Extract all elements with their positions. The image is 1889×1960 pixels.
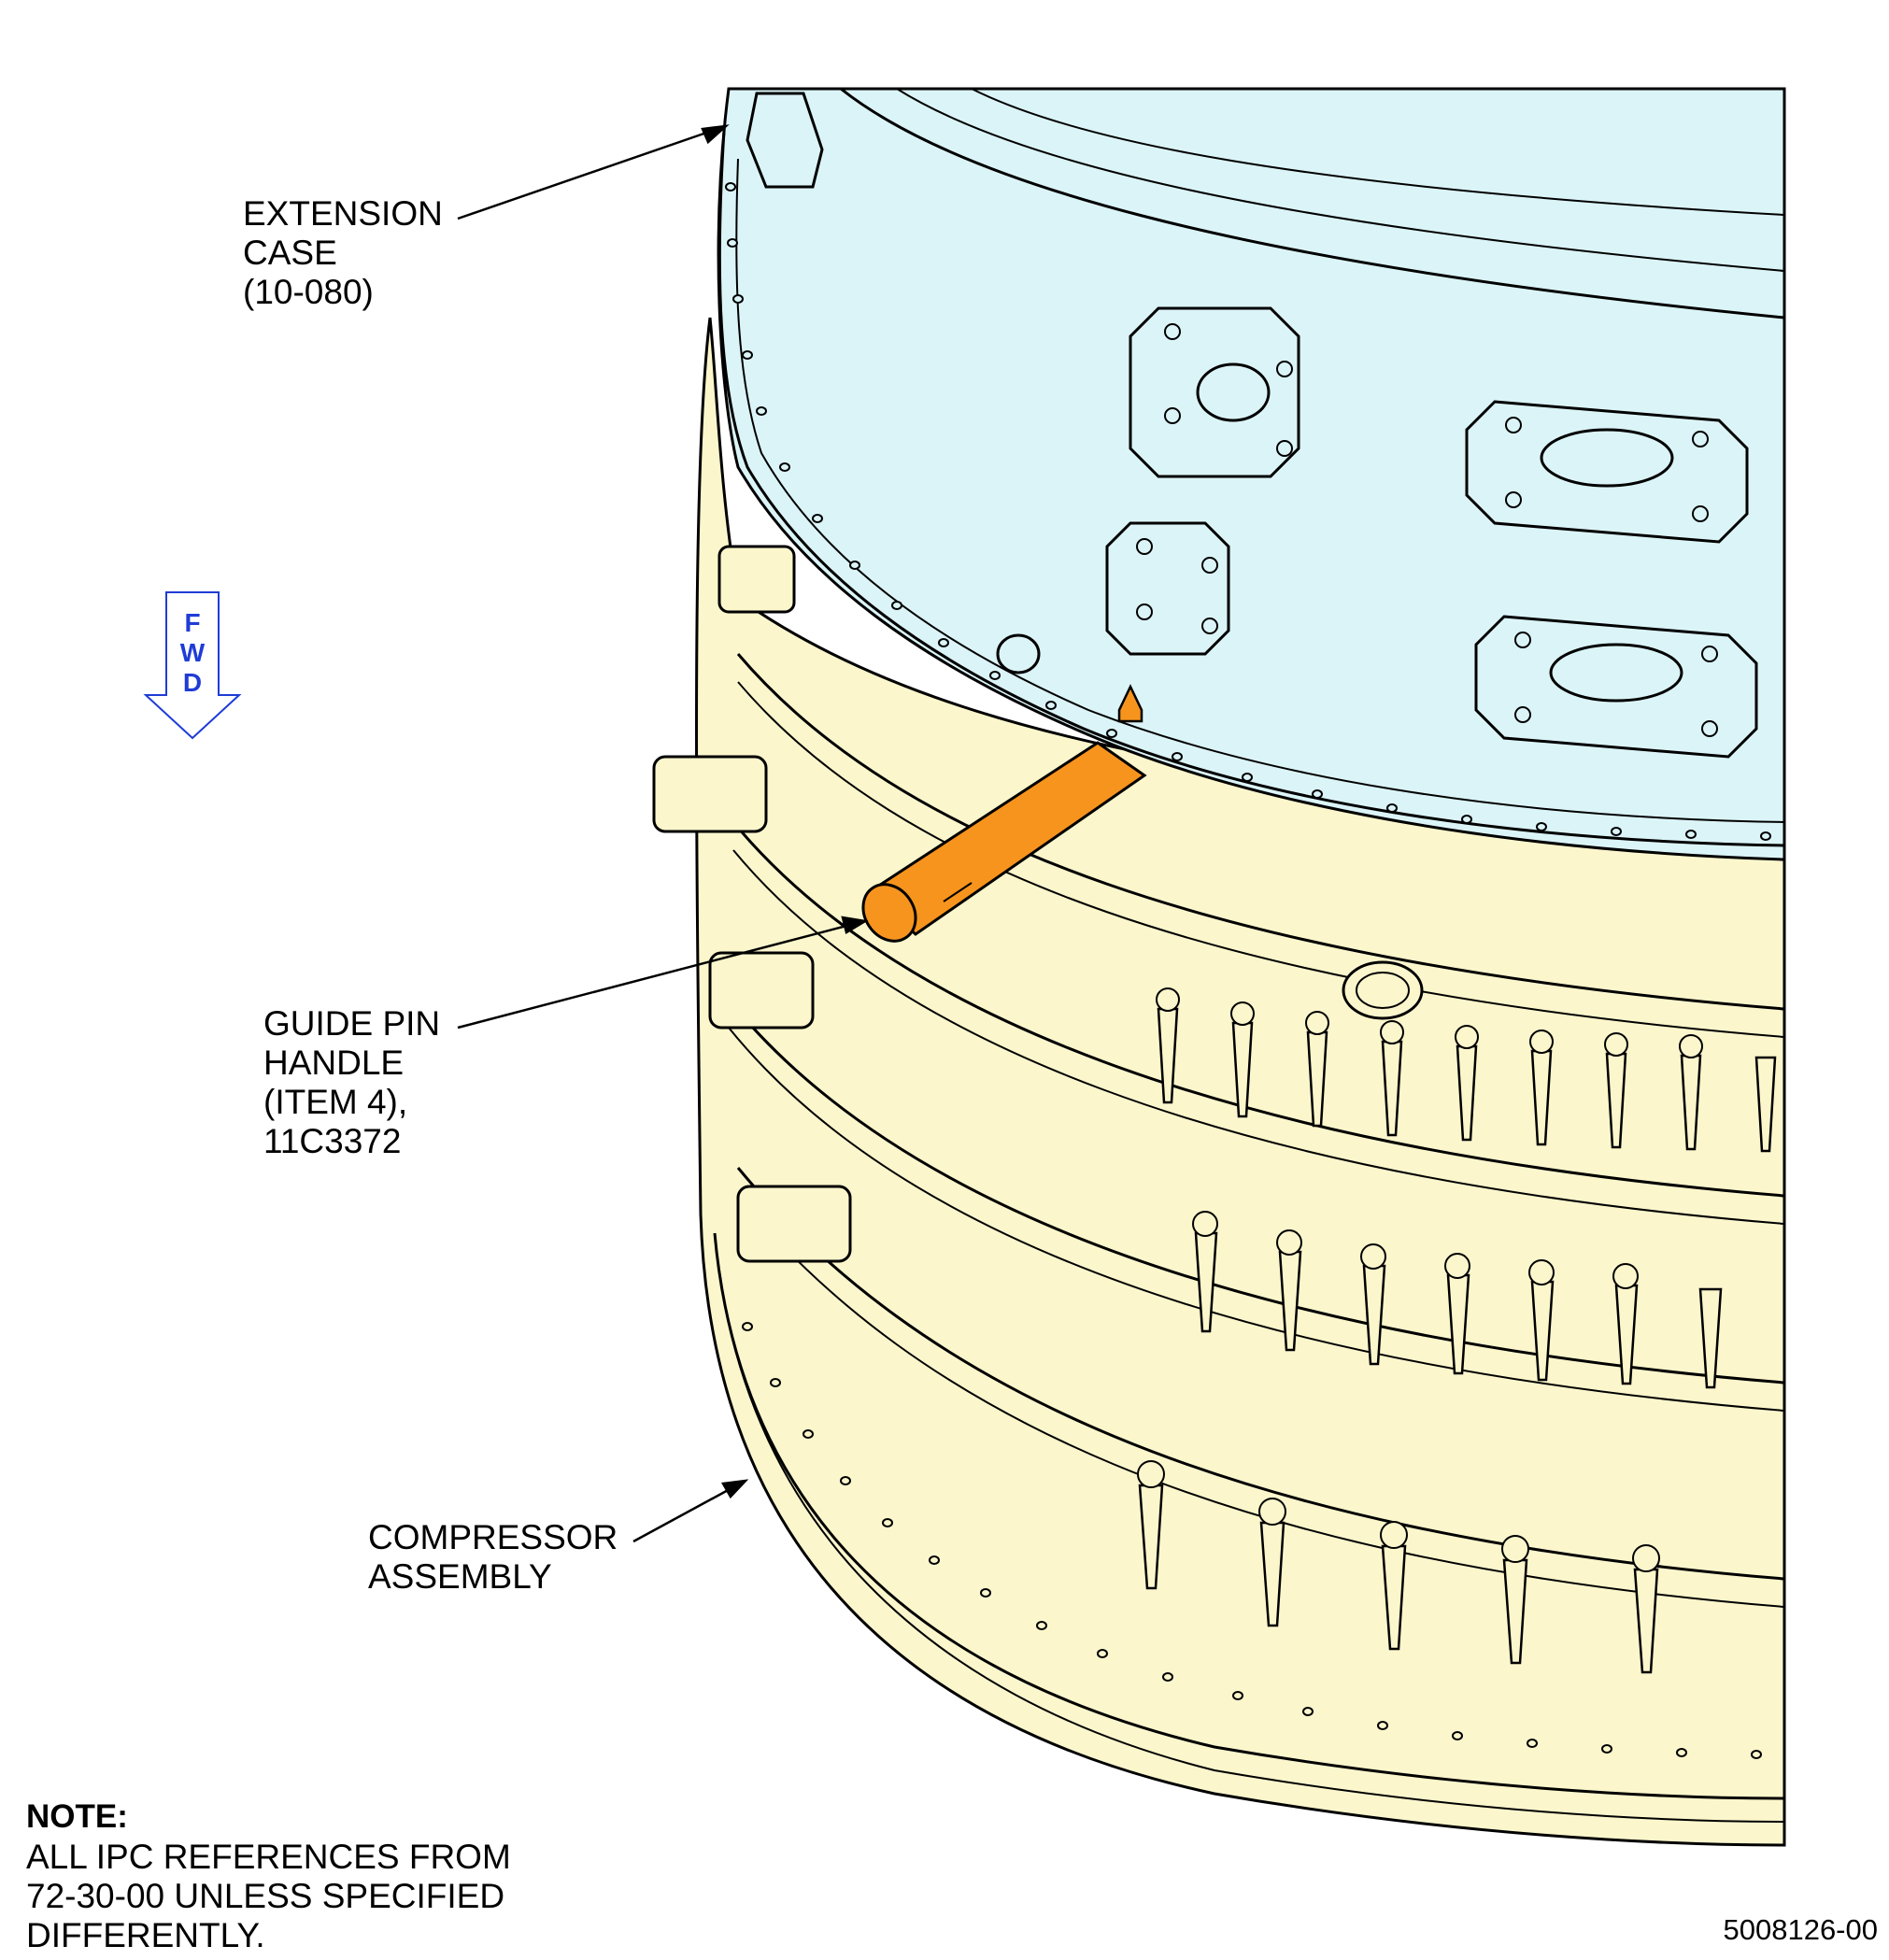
- fwd-letter-f: F: [184, 608, 200, 637]
- case-mounting-pads: [1105, 306, 1758, 759]
- compressor-assembly-label: COMPRESSOR ASSEMBLY: [368, 1518, 618, 1596]
- guide-pin-handle: [861, 684, 1147, 943]
- case-bracket: [746, 92, 824, 189]
- vane-levers-stage-1: [1157, 1007, 1777, 1153]
- vane-levers-stage-2: [1194, 1231, 1723, 1389]
- guide-pin-leader: [457, 923, 851, 1030]
- fwd-letter-w: W: [180, 638, 206, 667]
- extension-case-leader: [457, 129, 713, 220]
- fwd-arrow-outline: [143, 591, 242, 740]
- figure-number: 5008126-00: [1723, 1913, 1879, 1946]
- compressor-assembly: [652, 317, 1786, 1847]
- guide-pin-tip: [1117, 684, 1143, 723]
- note-body: ALL IPC REFERENCES FROM 72-30-00 UNLESS …: [26, 1838, 511, 1954]
- lower-flange-holes: [742, 1322, 1762, 1759]
- stage-bolt-heads: [1137, 987, 1703, 1572]
- compressor-leader: [632, 1486, 732, 1543]
- fwd-letter-d: D: [183, 668, 202, 697]
- guide-pin-end: [861, 883, 917, 943]
- actuator-cylinders: [652, 545, 852, 1263]
- fwd-arrow: F W D: [143, 591, 242, 740]
- upper-flange-holes: [725, 182, 1771, 841]
- boss-fitting: [1342, 960, 1424, 1020]
- extension-case-label: EXTENSION CASE (10-080): [243, 194, 443, 311]
- guide-pin-handle-label: GUIDE PIN HANDLE (ITEM 4), 11C3372: [263, 1004, 441, 1160]
- vane-levers-stage-3: [1138, 1484, 1659, 1674]
- extension-case: [717, 87, 1786, 861]
- leader-lines: [457, 124, 869, 1543]
- note-title: NOTE:: [26, 1798, 128, 1835]
- pad-bolt-holes: [1136, 323, 1718, 737]
